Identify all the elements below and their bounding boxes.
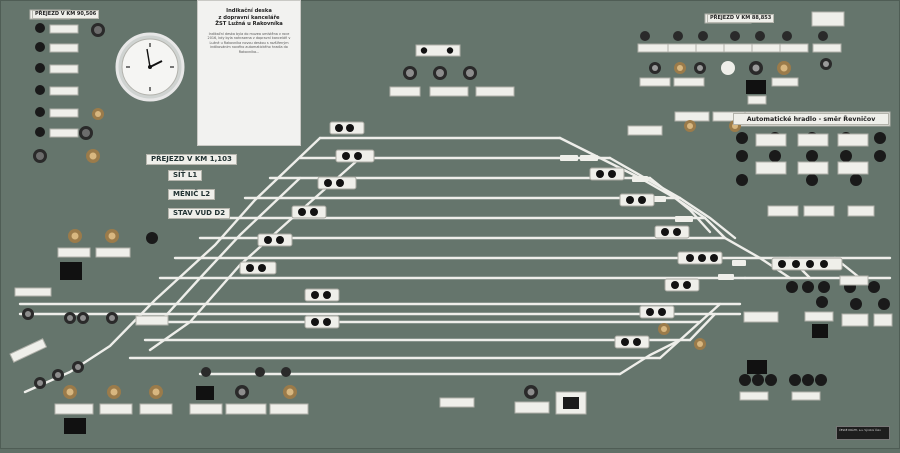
wall-clock [115,32,185,102]
label-stav: STAV VUD D2 [168,208,231,219]
track-signals [239,121,723,349]
notice-title-line-1: Indikační deska [226,8,272,14]
notice-title-line-2: z dopravní kanceláře [218,14,280,21]
notice-title-line-3: ŽST Lužná u Rakovníka [215,21,283,27]
label-auto-block: Automatické hradlo - směr Řevničov [733,113,889,125]
label-sit: SÍŤ L1 [168,170,203,181]
left-controls [9,9,309,434]
notice-body: Indikační deska byla do muzea umístěna v… [207,31,291,54]
label-top-left: PŘEJEZD V KM 90,506 [32,10,100,19]
manufacturer-plate-text: ČESKÉ DRÁHY, a.s. Výrobní číslo [839,429,881,432]
manufacturer-plate: ČESKÉ DRÁHY, a.s. Výrobní číslo [836,426,890,440]
notice-plate: Indikační deska z dopravní kanceláře ŽST… [197,0,301,146]
notice-title: Indikační deska z dopravní kanceláře ŽST… [204,8,294,28]
label-menic: MĚNIČ L2 [168,189,216,200]
label-top-right: PŘEJEZD V KM 88,853 [707,14,775,23]
label-center-big: PŘEJEZD V KM 1,103 [146,154,237,165]
center-top-indicators [389,44,515,97]
bottom-middle-controls [439,385,587,415]
